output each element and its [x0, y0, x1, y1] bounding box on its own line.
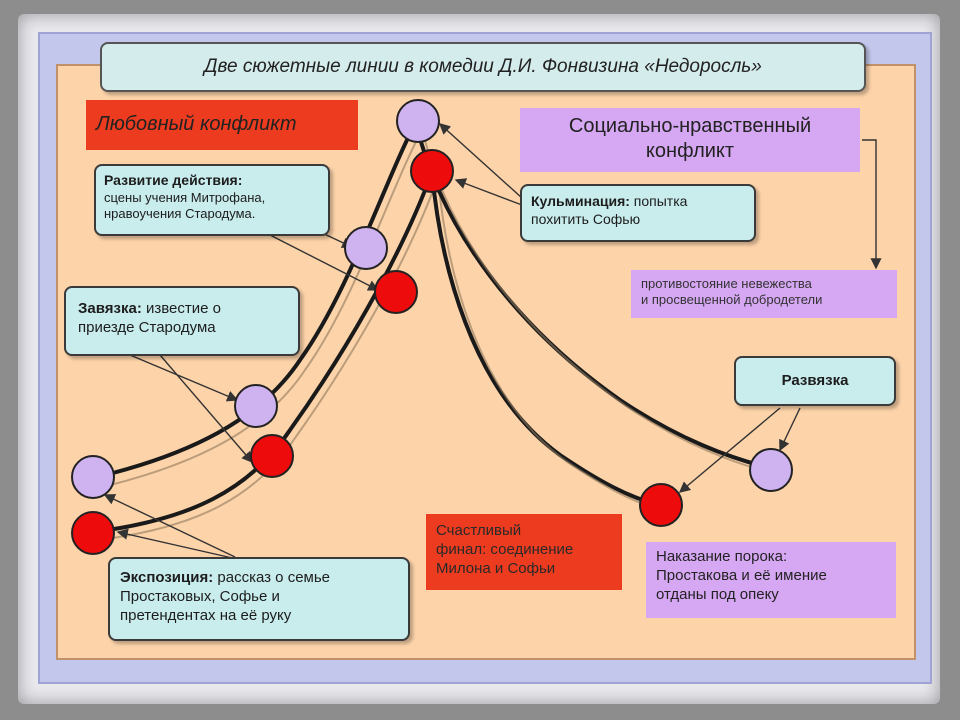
exposition-tail: рассказ о семье: [213, 569, 331, 586]
punishment-box: Наказание порока: Простакова и её имение…: [646, 542, 896, 618]
exposition-box: Экспозиция: рассказ о семье Простаковых,…: [108, 557, 410, 641]
social-line-rising-shadow: [97, 179, 438, 541]
development-line1: сцены учения Митрофана,: [104, 189, 266, 205]
confrontation-box: противостояние невежества и просвещенной…: [631, 270, 897, 318]
happy-ending-line3: Милона и Софьи: [436, 559, 556, 577]
love-conflict-label: Любовный конфликт: [86, 100, 358, 150]
social-conflict-line1: Социально-нравственный: [568, 115, 812, 137]
climax-head: Кульминация:: [531, 193, 630, 209]
punishment-line2: Простакова и её имение: [656, 566, 827, 584]
social-node-tie: [250, 434, 294, 478]
arrow-tie-2: [159, 354, 253, 464]
arrow-development-2: [269, 234, 380, 291]
development-head: Развитие действия:: [104, 172, 243, 188]
development-box: Развитие действия: сцены учения Митрофан…: [94, 164, 330, 236]
tie-box: Завязка: известие о приезде Стародума: [64, 286, 300, 356]
happy-ending-box: Счастливый финал: соединение Милона и Со…: [426, 514, 622, 590]
happy-ending-line2: финал: соединение: [436, 540, 574, 558]
tie-head: Завязка:: [78, 300, 142, 317]
climax-line2: похитить Софью: [531, 210, 641, 227]
punishment-line1: Наказание порока:: [656, 548, 788, 565]
punishment-line3: отданы под опеку: [656, 585, 779, 603]
arrow-denouement-1: [678, 407, 781, 493]
love-node-denouement: [749, 448, 793, 492]
social-conflict-label: Социально-нравственный конфликт: [520, 108, 860, 172]
exposition-head: Экспозиция:: [120, 569, 214, 586]
climax-box: Кульминация: попытка похитить Софью: [520, 184, 756, 242]
exposition-line3: претендентах на её руку: [120, 606, 292, 624]
tie-tail: известие о: [141, 300, 221, 317]
social-line-falling-shadow: [437, 177, 667, 512]
exposition-line2: Простаковых, Софье и: [120, 587, 280, 605]
love-line-rising-shadow: [97, 131, 422, 489]
diagram-title: Две сюжетные линии в комедии Д.И. Фонвиз…: [100, 42, 866, 92]
denouement-label: Развязка: [781, 372, 849, 389]
social-line-rising: [92, 171, 434, 534]
love-node-exposition: [71, 455, 115, 499]
arrow-exposition-1: [103, 494, 236, 558]
social-node-exposition: [71, 511, 115, 555]
arrow-denouement-2: [779, 407, 801, 452]
love-node-climax: [396, 99, 440, 143]
happy-ending-line1: Счастливый: [436, 522, 522, 539]
arrow-tie-1: [129, 354, 239, 402]
social-node-climax: [410, 149, 454, 193]
love-node-tie: [234, 384, 278, 428]
social-node-development: [374, 270, 418, 314]
climax-tail: попытка: [629, 193, 688, 209]
social-conflict-line2: конфликт: [645, 140, 735, 162]
arrow-social-to-confrontation: [862, 139, 882, 270]
arrow-climax-1: [438, 123, 523, 199]
love-line-falling-shadow: [421, 127, 777, 475]
social-node-denouement: [639, 483, 683, 527]
denouement-box: Развязка: [734, 356, 896, 406]
arrow-climax-2: [454, 178, 523, 206]
confrontation-line2: и просвещенной добродетели: [641, 292, 823, 308]
development-line2: нравоучения Стародума.: [104, 205, 256, 221]
tie-line2: приезде Стародума: [78, 318, 216, 336]
love-node-development: [344, 226, 388, 270]
confrontation-line1: противостояние невежества: [641, 276, 812, 291]
love-line-rising: [92, 121, 418, 480]
